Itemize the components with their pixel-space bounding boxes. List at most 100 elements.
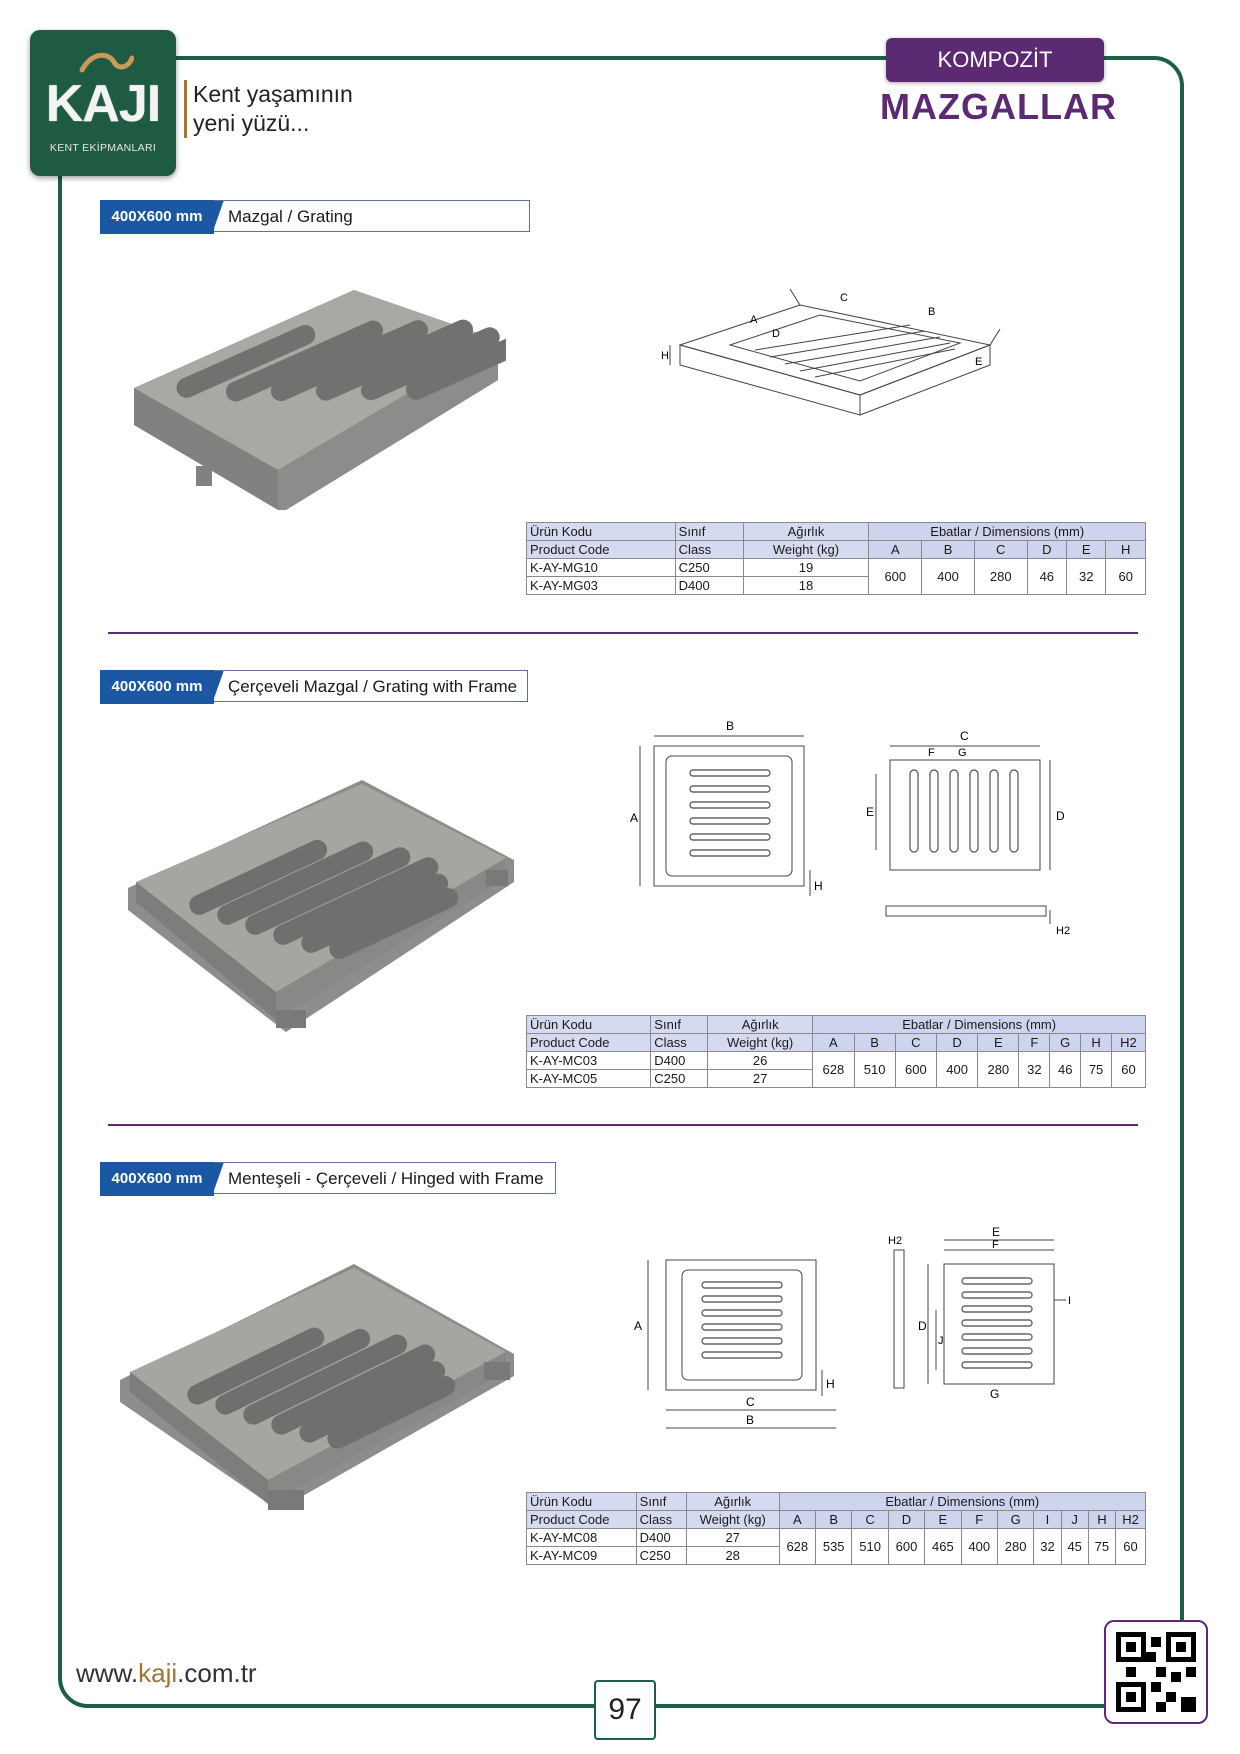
th-dim: G: [1049, 1033, 1082, 1052]
section-size-tag: 400X600 mm: [100, 670, 214, 704]
cell-code: K-AY-MG10: [526, 558, 676, 577]
th-weight-tr: Ağırlık: [742, 522, 870, 541]
th-dimensions: Ebatlar / Dimensions (mm): [868, 522, 1146, 541]
swirl-icon: [79, 52, 134, 73]
th-dim: E: [1066, 540, 1107, 559]
url-prefix: www.: [76, 1658, 139, 1688]
dim-e-label: E: [992, 1225, 1000, 1239]
brand-subtitle: KENT EKİPMANLARI: [49, 142, 157, 154]
dim-j-label: J: [938, 1335, 944, 1347]
cell-class: C250: [635, 1546, 687, 1565]
cell-dim: 400: [921, 558, 975, 595]
th-dim: E: [977, 1033, 1020, 1052]
dim-a-label: A: [634, 1319, 642, 1333]
cell-dim: 535: [814, 1528, 853, 1565]
hinged-frame-drawing: A C B H H2 E F D J G I: [634, 1225, 1071, 1429]
slogan-line-1: Kent yaşamının: [193, 81, 353, 107]
th-dim: A: [868, 540, 923, 559]
brand-name: KAJI: [45, 75, 161, 133]
section-divider: [108, 632, 1138, 634]
th-dim: A: [778, 1510, 817, 1529]
table-row: K-AY-MC03 D400 26 628 510 600 400 280 32…: [525, 1051, 1147, 1088]
table-row: K-AY-MC05 C250 27: [525, 1069, 1146, 1088]
dim-h-label: H: [814, 879, 823, 893]
cell-dim: 60: [1115, 1528, 1146, 1565]
th-dim: B: [814, 1510, 853, 1529]
table-row: K-AY-MG03 D400 18: [526, 576, 1146, 595]
th-dim: H: [1087, 1510, 1117, 1529]
th-dim: D: [887, 1510, 926, 1529]
th-dim: C: [973, 540, 1028, 559]
slogan-line-2: yeni yüzü...: [193, 110, 310, 136]
cell-dim: 46: [1049, 1051, 1082, 1088]
th-code-en: Product Code: [525, 1033, 652, 1052]
th-dim: C: [851, 1510, 889, 1529]
grating-render: [134, 290, 506, 510]
kaji-logo: KAJI KENT EKİPMANLARI: [30, 30, 176, 176]
cell-dim: 400: [935, 1051, 979, 1088]
dim-c-label: C: [746, 1395, 755, 1409]
dim-a-label: A: [750, 314, 758, 326]
th-dim: F: [960, 1510, 998, 1529]
cell-dim: 600: [887, 1528, 926, 1565]
cell-dim: 60: [1110, 1051, 1147, 1088]
th-dim: D: [935, 1033, 979, 1052]
dim-a-label: A: [630, 811, 638, 825]
dim-e-label: E: [975, 356, 982, 368]
cell-class: D400: [650, 1051, 709, 1070]
grating-frame-drawing: B A H C F G E D H2: [630, 719, 1070, 937]
th-code-tr: Ürün Kodu: [525, 1015, 652, 1034]
cell-class: D400: [674, 576, 744, 595]
cell-code: K-AY-MC09: [526, 1546, 637, 1565]
cell-dim: 510: [853, 1051, 896, 1088]
category-title: MAZGALLAR: [880, 86, 1117, 127]
dim-i-label: I: [1068, 1295, 1071, 1307]
cell-code: K-AY-MG03: [526, 576, 676, 595]
page-number: 97: [594, 1680, 656, 1740]
th-dim: C: [894, 1033, 937, 1052]
dim-b-label: B: [928, 306, 935, 318]
cell-dim: 60: [1105, 558, 1146, 595]
th-dim: H2: [1110, 1033, 1147, 1052]
section-title: Mazgal / Grating: [214, 200, 530, 232]
dim-b-label: B: [746, 1413, 754, 1427]
th-code-tr: Ürün Kodu: [526, 1492, 637, 1511]
dim-h2-label: H2: [1056, 925, 1070, 937]
dim-c-label: C: [960, 729, 969, 743]
cell-dim: 400: [960, 1528, 998, 1565]
website-link[interactable]: www.kaji.com.tr: [76, 1658, 257, 1689]
dim-h2-label: H2: [888, 1235, 902, 1247]
cell-class: C250: [674, 558, 744, 577]
cell-dim: 75: [1080, 1051, 1112, 1088]
th-code-tr: Ürün Kodu: [526, 522, 676, 541]
dim-d-label: D: [1056, 809, 1065, 823]
th-weight-tr: Ağırlık: [685, 1492, 780, 1511]
cell-dim: 280: [977, 1051, 1020, 1088]
cell-code: K-AY-MC08: [526, 1528, 637, 1547]
table-row: K-AY-MC08 D400 27 628 535 510 600 465 40…: [526, 1528, 1146, 1565]
th-class-tr: Sınıf: [674, 522, 744, 541]
th-code-en: Product Code: [526, 540, 676, 559]
cell-dim: 628: [812, 1051, 855, 1088]
cell-class: C250: [650, 1069, 709, 1088]
cell-weight: 27: [707, 1069, 814, 1088]
dim-g-label: G: [958, 747, 967, 759]
cell-weight: 26: [707, 1051, 814, 1070]
cell-dim: 46: [1026, 558, 1068, 595]
th-weight-en: Weight (kg): [707, 1033, 814, 1052]
qr-code-icon[interactable]: [1104, 1620, 1208, 1724]
dim-b-label: B: [726, 719, 734, 733]
th-dim: H: [1080, 1033, 1112, 1052]
th-class-tr: Sınıf: [635, 1492, 687, 1511]
category-badge: KOMPOZİT ÜRÜNLER: [886, 38, 1104, 116]
dim-f-label: F: [928, 747, 935, 759]
th-dim: I: [1033, 1510, 1062, 1529]
cell-dim: 75: [1087, 1528, 1117, 1565]
grating-drawing: H A B C D E: [661, 288, 1001, 416]
dim-f-label: F: [992, 1239, 999, 1251]
th-dim: H: [1105, 540, 1146, 559]
cell-weight: 27: [685, 1528, 780, 1547]
section-title: Menteşeli - Çerçeveli / Hinged with Fram…: [214, 1162, 556, 1194]
dim-h-label: H: [661, 350, 669, 362]
th-dim: G: [996, 1510, 1035, 1529]
